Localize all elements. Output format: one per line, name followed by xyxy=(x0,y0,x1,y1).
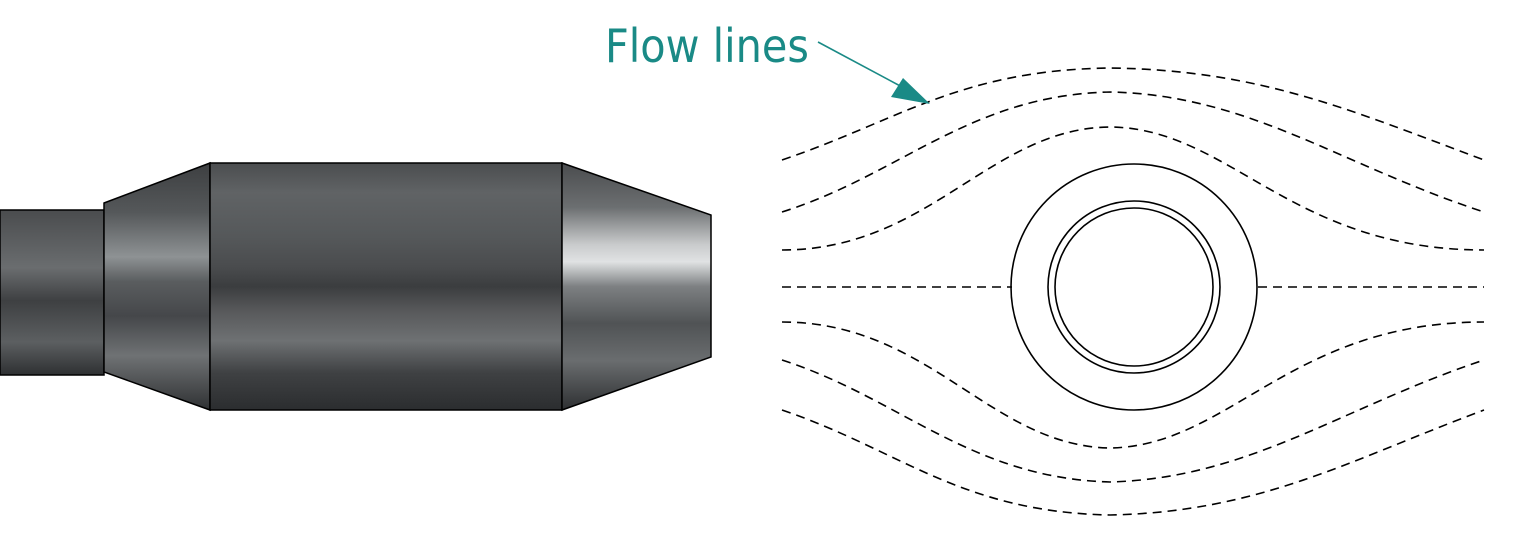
main-cylinder xyxy=(209,162,563,411)
annotation-label: Flow lines xyxy=(605,19,809,73)
flow-line xyxy=(781,359,1485,483)
flow-line xyxy=(781,91,1485,213)
left-cone xyxy=(103,161,211,412)
cross-section xyxy=(1010,163,1258,411)
shaded-body xyxy=(0,161,712,412)
flow-field xyxy=(781,67,1485,516)
inlet-pipe xyxy=(0,209,105,376)
right-cone xyxy=(561,161,712,412)
flow-line xyxy=(781,67,1485,161)
arrowhead-icon xyxy=(891,78,930,104)
flow-line xyxy=(781,409,1485,516)
flow-line xyxy=(781,126,1485,251)
outer-circle xyxy=(1010,163,1258,411)
leader-line xyxy=(817,41,905,89)
inner-circle-inner xyxy=(1054,207,1214,367)
inner-circle-outer xyxy=(1047,200,1221,374)
flow-lines-annotation: Flow lines xyxy=(605,19,930,104)
flow-line xyxy=(781,321,1485,449)
